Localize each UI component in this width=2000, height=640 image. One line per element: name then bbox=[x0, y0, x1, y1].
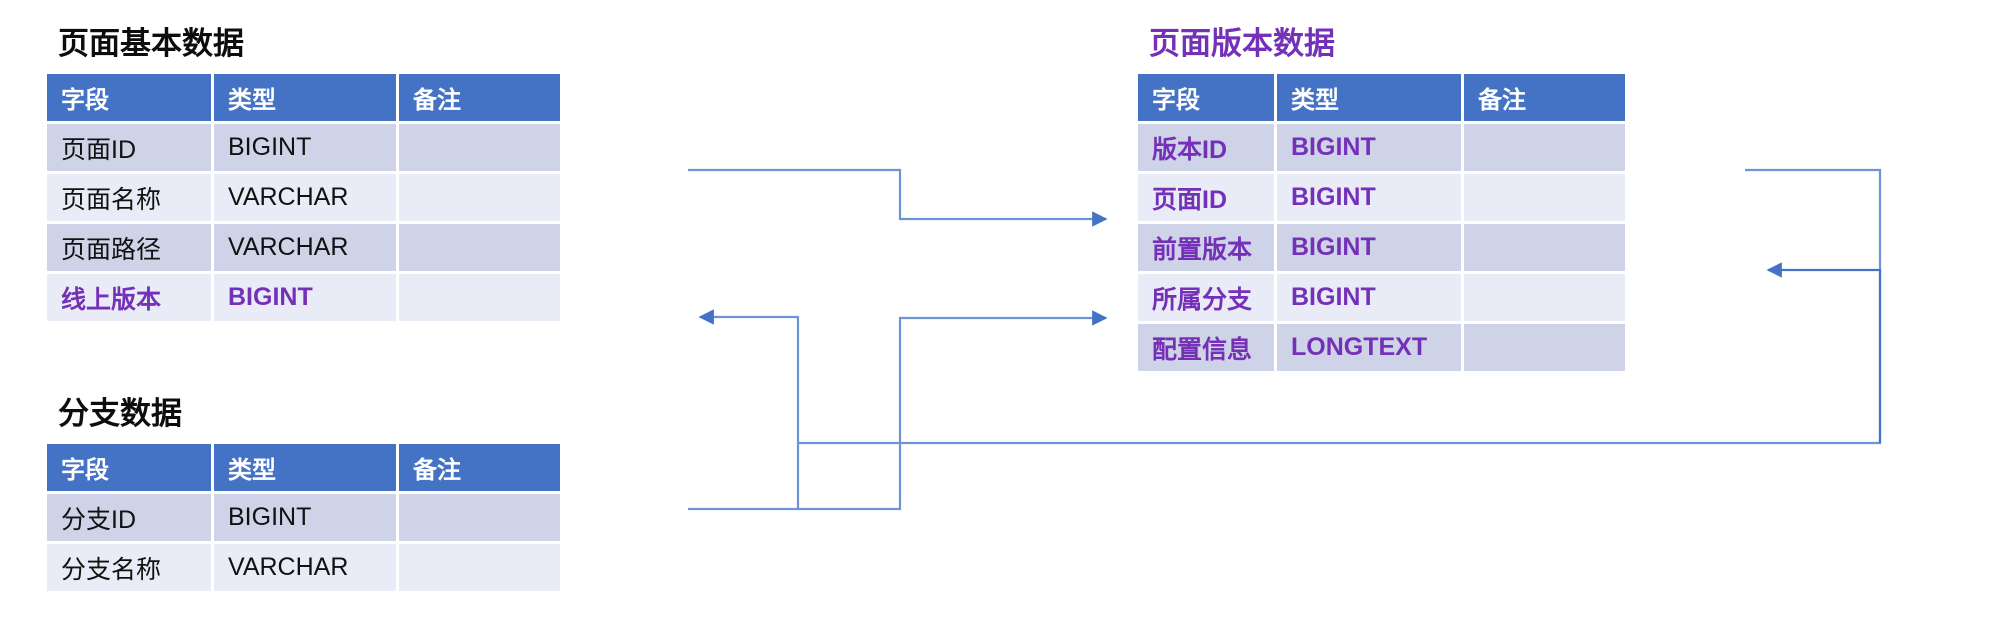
cell-type: BIGINT bbox=[1277, 274, 1461, 321]
table-row: 前置版本 BIGINT bbox=[1138, 224, 1625, 271]
table-page-basic: 页面基本数据 字段 类型 备注 页面ID BIGINT 页面名称 VARCHAR bbox=[44, 28, 563, 324]
cell-type: BIGINT bbox=[1277, 124, 1461, 171]
column-header-field: 字段 bbox=[47, 444, 211, 491]
cell-field: 页面ID bbox=[47, 124, 211, 171]
table-grid-page-basic: 字段 类型 备注 页面ID BIGINT 页面名称 VARCHAR 页面路径 bbox=[44, 71, 563, 324]
table-row: 所属分支 BIGINT bbox=[1138, 274, 1625, 321]
column-header-type: 类型 bbox=[214, 74, 396, 121]
cell-type: VARCHAR bbox=[214, 544, 396, 591]
table-header-row: 字段 类型 备注 bbox=[47, 444, 560, 491]
table-row: 线上版本 BIGINT bbox=[47, 274, 560, 321]
table-grid-branch: 字段 类型 备注 分支ID BIGINT 分支名称 VARCHAR bbox=[44, 441, 563, 594]
column-header-field: 字段 bbox=[47, 74, 211, 121]
cell-remark bbox=[1464, 224, 1625, 271]
table-row: 页面路径 VARCHAR bbox=[47, 224, 560, 271]
table-branch: 分支数据 字段 类型 备注 分支ID BIGINT 分支名称 VARCHAR bbox=[44, 398, 563, 594]
cell-field: 分支名称 bbox=[47, 544, 211, 591]
cell-field: 配置信息 bbox=[1138, 324, 1274, 371]
cell-remark bbox=[1464, 174, 1625, 221]
table-header-row: 字段 类型 备注 bbox=[1138, 74, 1625, 121]
table-header-row: 字段 类型 备注 bbox=[47, 74, 560, 121]
cell-remark bbox=[1464, 124, 1625, 171]
cell-field: 版本ID bbox=[1138, 124, 1274, 171]
column-header-type: 类型 bbox=[214, 444, 396, 491]
cell-field: 页面ID bbox=[1138, 174, 1274, 221]
cell-field: 前置版本 bbox=[1138, 224, 1274, 271]
cell-remark bbox=[399, 124, 560, 171]
cell-remark bbox=[399, 174, 560, 221]
cell-type: BIGINT bbox=[214, 124, 396, 171]
cell-type: VARCHAR bbox=[214, 174, 396, 221]
table-title-page-version: 页面版本数据 bbox=[1149, 26, 1335, 61]
cell-remark bbox=[1464, 274, 1625, 321]
column-header-remark: 备注 bbox=[1464, 74, 1625, 121]
table-title-page-basic: 页面基本数据 bbox=[58, 26, 244, 61]
cell-type: LONGTEXT bbox=[1277, 324, 1461, 371]
cell-remark bbox=[399, 494, 560, 541]
cell-remark bbox=[399, 544, 560, 591]
table-title-branch: 分支数据 bbox=[58, 396, 182, 431]
cell-type: BIGINT bbox=[214, 494, 396, 541]
column-header-remark: 备注 bbox=[399, 444, 560, 491]
table-row: 页面ID BIGINT bbox=[1138, 174, 1625, 221]
table-grid-page-version: 字段 类型 备注 版本ID BIGINT 页面ID BIGINT 前置版本 bbox=[1135, 71, 1628, 374]
table-row: 页面名称 VARCHAR bbox=[47, 174, 560, 221]
cell-remark bbox=[399, 274, 560, 321]
cell-field: 分支ID bbox=[47, 494, 211, 541]
cell-type: BIGINT bbox=[214, 274, 396, 321]
column-header-remark: 备注 bbox=[399, 74, 560, 121]
cell-type: VARCHAR bbox=[214, 224, 396, 271]
connector-page-id-to-version-page-id bbox=[688, 168, 1108, 227]
cell-remark bbox=[399, 224, 560, 271]
cell-type: BIGINT bbox=[1277, 224, 1461, 271]
cell-field: 页面名称 bbox=[47, 174, 211, 221]
cell-remark bbox=[1464, 324, 1625, 371]
cell-field: 线上版本 bbox=[47, 274, 211, 321]
connector-version-id-to-online-version bbox=[698, 309, 800, 510]
cell-field: 页面路径 bbox=[47, 224, 211, 271]
table-row: 分支ID BIGINT bbox=[47, 494, 560, 541]
connector-branch-id-to-version-branch bbox=[688, 310, 1108, 511]
table-row: 页面ID BIGINT bbox=[47, 124, 560, 171]
table-row: 配置信息 LONGTEXT bbox=[1138, 324, 1625, 371]
table-row: 版本ID BIGINT bbox=[1138, 124, 1625, 171]
table-row: 分支名称 VARCHAR bbox=[47, 544, 560, 591]
table-page-version: 页面版本数据 字段 类型 备注 版本ID BIGINT 页面ID BIGINT bbox=[1135, 28, 1628, 374]
column-header-field: 字段 bbox=[1138, 74, 1274, 121]
connector-version-to-prev-version bbox=[1766, 262, 1882, 443]
cell-field: 所属分支 bbox=[1138, 274, 1274, 321]
column-header-type: 类型 bbox=[1277, 74, 1461, 121]
cell-type: BIGINT bbox=[1277, 174, 1461, 221]
